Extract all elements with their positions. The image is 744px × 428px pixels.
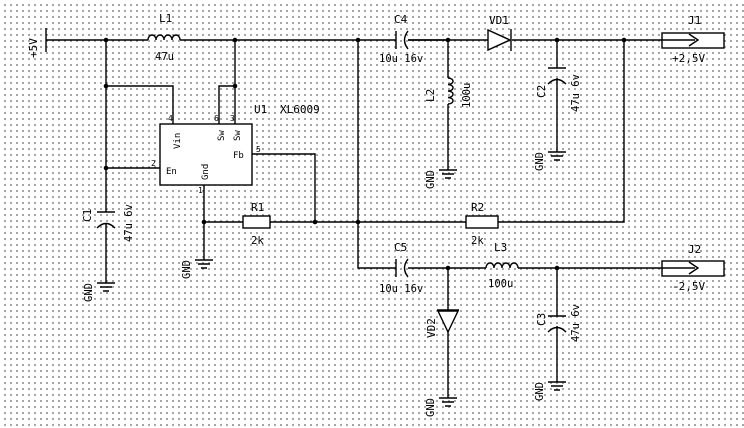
c5-ref: C5 <box>394 241 407 254</box>
connector-j2: J2 -2,5V <box>661 243 725 293</box>
c3-value: 47u 6v <box>570 304 582 342</box>
resistor-r1: R1 2k <box>242 201 271 247</box>
j2-label: -2,5V <box>672 280 705 293</box>
c4-value: 10u 16v <box>379 53 423 65</box>
c5-value: 10u 16v <box>379 283 423 295</box>
pin-name-en: En <box>166 167 177 177</box>
ground-l2: GND <box>425 169 457 189</box>
r2-ref: R2 <box>471 201 484 214</box>
pin-number-4: 4 <box>168 114 173 123</box>
ground-c1: GND <box>83 282 115 302</box>
resistor-r2: R2 2k <box>465 201 499 247</box>
gnd-label-u1: GND <box>181 260 193 279</box>
l1-ref: L1 <box>159 12 172 25</box>
capacitor-c4: C4 10u 16v <box>379 13 423 65</box>
gnd-label-c1: GND <box>83 283 95 302</box>
inductor-l1: L1 47u <box>147 12 181 63</box>
l2-ref: L2 <box>424 89 437 102</box>
ground-c3: GND <box>534 381 566 401</box>
pin-number-6: 6 <box>214 114 219 123</box>
ground-vd2: GND <box>425 397 457 417</box>
j2-ref: J2 <box>688 243 701 256</box>
l3-value: 100u <box>488 278 513 290</box>
ic-body <box>159 123 253 186</box>
r1-value: 2k <box>251 235 264 247</box>
wires <box>46 39 662 398</box>
c1-value: 47u 6v <box>123 204 135 242</box>
pin-name-fb: Fb <box>233 151 244 161</box>
connector-j1: J1 +2,5V <box>661 14 725 65</box>
junction-dots <box>103 37 627 271</box>
c4-ref: C4 <box>394 13 408 26</box>
j1-label: +2,5V <box>672 52 705 65</box>
capacitor-c2: C2 47u 6v <box>535 67 582 112</box>
pin-name-gnd: Gnd <box>201 164 211 180</box>
pin-name-sw6: Sw <box>217 130 227 141</box>
pin-number-2: 2 <box>151 159 156 168</box>
diode-vd2: VD2 <box>425 309 460 338</box>
ground-c2: GND <box>534 151 566 171</box>
capacitor-c3: C3 47u 6v <box>535 304 582 342</box>
r1-ref: R1 <box>251 201 264 214</box>
pin-name-sw3: Sw <box>233 130 243 141</box>
l1-value: 47u <box>155 51 174 63</box>
diode-vd1: VD1 <box>487 14 512 52</box>
c1-ref: C1 <box>81 209 94 222</box>
c2-ref: C2 <box>535 85 548 98</box>
capacitor-c5: C5 10u 16v <box>379 241 423 295</box>
pin-number-3: 3 <box>230 114 235 123</box>
ground-u1: GND <box>181 259 213 279</box>
c3-ref: C3 <box>535 313 548 326</box>
inductor-l3: L3 100u <box>485 241 519 290</box>
r2-value: 2k <box>471 235 484 247</box>
ic-ref: U1 <box>254 103 267 116</box>
j1-ref: J1 <box>688 14 701 27</box>
l3-ref: L3 <box>494 241 507 254</box>
pin-name-vin: Vin <box>173 133 183 149</box>
pin-number-1: 1 <box>198 186 203 195</box>
ic-u1: U1 XL6009 Vin En Sw Sw Gnd Fb 4 2 6 3 1 … <box>151 103 320 195</box>
l2-value: 100u <box>461 83 473 108</box>
c2-value: 47u 6v <box>570 74 582 112</box>
gnd-label-l2: GND <box>425 170 437 189</box>
gnd-label-c3: GND <box>534 382 546 401</box>
ic-part: XL6009 <box>280 103 320 116</box>
vd1-ref: VD1 <box>489 14 509 27</box>
gnd-label-c2: GND <box>534 152 546 171</box>
capacitor-c1: C1 47u 6v <box>81 204 135 242</box>
gnd-label-vd2: GND <box>425 398 437 417</box>
pin-number-5: 5 <box>256 145 261 154</box>
supply-terminal: +5V <box>27 28 47 58</box>
vd2-ref: VD2 <box>425 318 438 338</box>
supply-label: +5V <box>27 38 40 58</box>
inductor-l2: L2 100u <box>424 77 473 108</box>
